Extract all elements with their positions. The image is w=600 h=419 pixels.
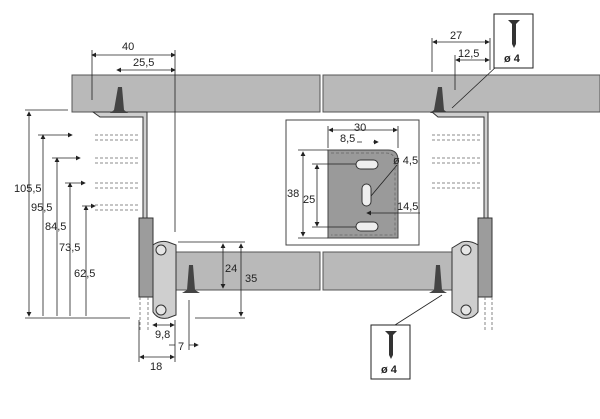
screw-detail-top: ø 4: [493, 13, 534, 69]
left-dimension-lines: [25, 50, 245, 362]
bottom-right-board: [322, 251, 469, 291]
dim-7: 7: [178, 341, 184, 353]
plate-hole-spacing: 25: [303, 194, 315, 206]
dim-105-5: 105,5: [14, 183, 42, 195]
dim-25-5: 25,5: [133, 57, 154, 69]
top-left-board: [71, 74, 321, 113]
dim-95-5: 95,5: [31, 202, 52, 214]
screw-icon: [508, 20, 520, 48]
dim-84-5: 84,5: [45, 221, 66, 233]
plate-height: 38: [287, 188, 299, 200]
left-bracket: [91, 111, 177, 330]
dim-9-8: 9,8: [155, 329, 170, 341]
plate-hole-diameter: ø 4,5: [393, 155, 418, 167]
dim-62-5: 62,5: [74, 268, 95, 280]
dim-24: 24: [225, 263, 237, 275]
dim-18: 18: [150, 361, 162, 373]
screw-diameter-bottom: ø 4: [381, 364, 398, 376]
plate-hole-offset: 8,5: [340, 133, 355, 145]
mounting-plate-detail: 30 8,5 ø 4,5 38 25 14,5: [285, 119, 420, 246]
dim-73-5: 73,5: [59, 242, 80, 254]
screw-icon: [110, 87, 448, 293]
screw-icon: [385, 331, 397, 359]
bottom-left-board: [175, 251, 321, 291]
plate-slot-offset: 14,5: [397, 201, 418, 213]
plate-width: 30: [354, 122, 366, 134]
dim-35: 35: [245, 273, 257, 285]
right-dimension-lines: [394, 38, 498, 326]
screw-detail-bottom: ø 4: [370, 324, 411, 380]
dim-27: 27: [450, 30, 462, 42]
top-right-board: [322, 74, 600, 113]
right-bracket: [430, 111, 493, 330]
dim-40: 40: [122, 41, 134, 53]
screw-diameter-top: ø 4: [504, 53, 521, 65]
dim-12-5: 12,5: [458, 48, 479, 60]
